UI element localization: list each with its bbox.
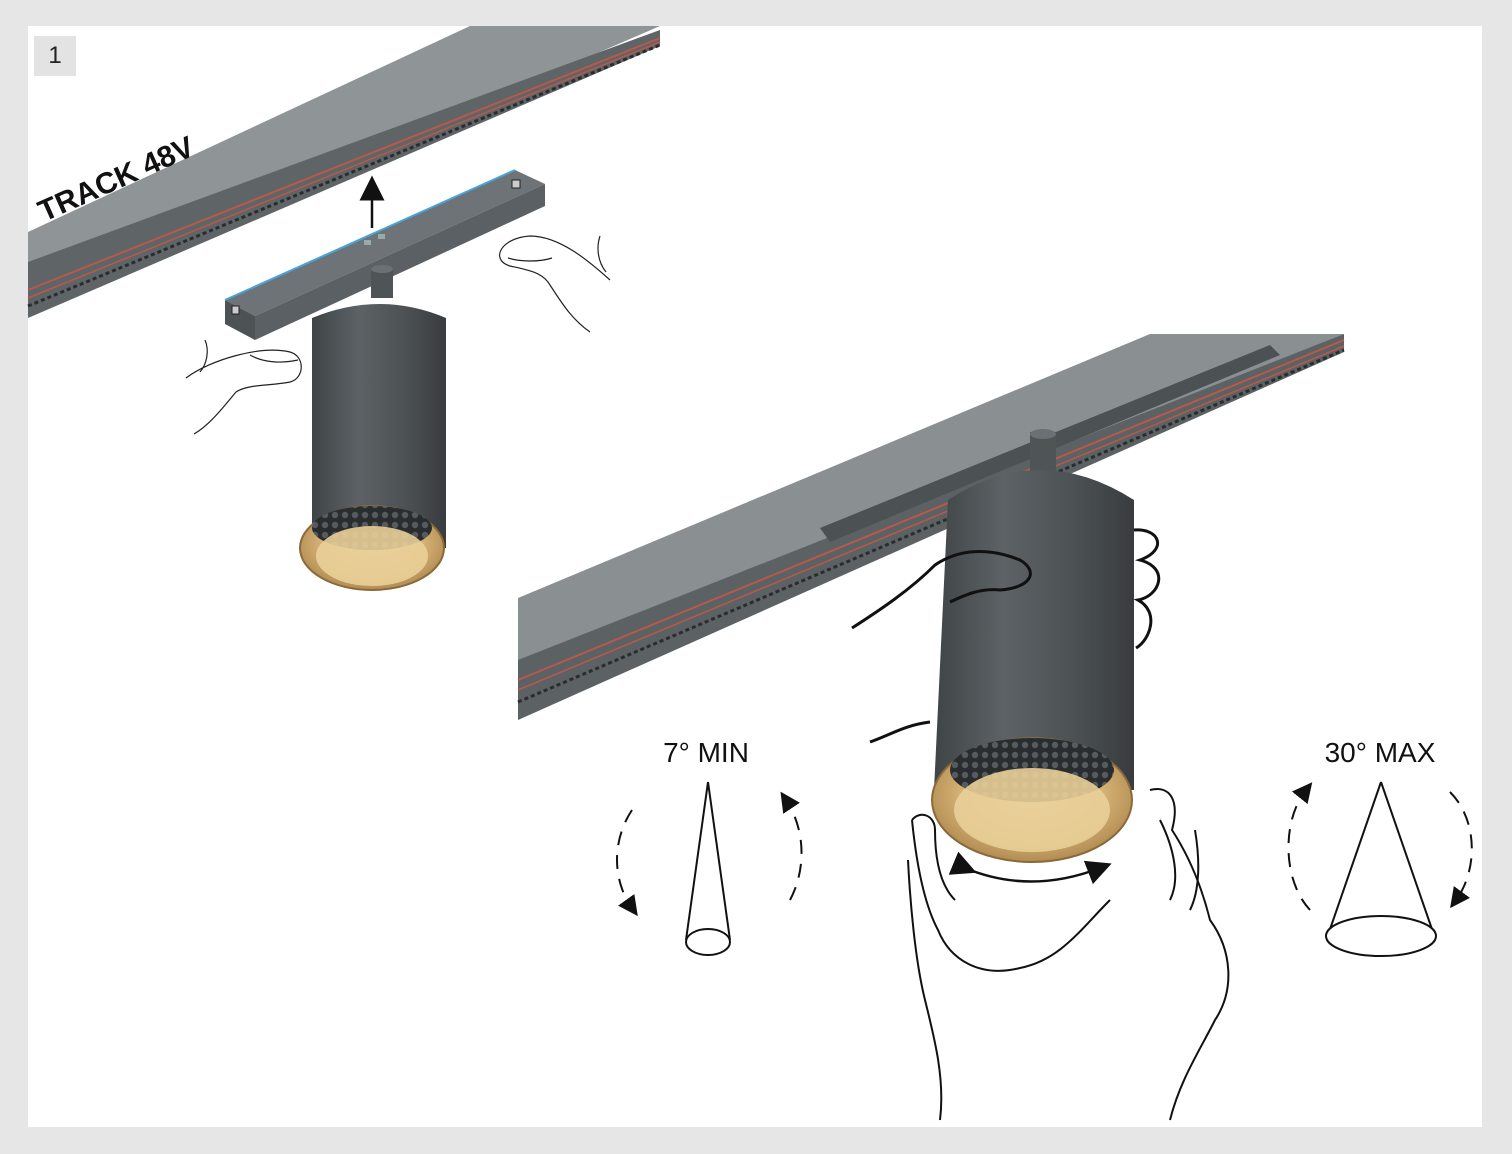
hand-icon-right bbox=[499, 235, 611, 333]
cone-wide-icon bbox=[1325, 781, 1437, 957]
step-number-badge: 1 bbox=[34, 36, 76, 76]
rotate-arrow-icon-right bbox=[1287, 782, 1473, 911]
hand-icon-rotate bbox=[907, 788, 1230, 1121]
track-rail-top bbox=[27, 26, 661, 318]
hand-icon-grip bbox=[851, 528, 1161, 744]
track-adapter bbox=[224, 169, 545, 340]
rotate-arrow-icon-left bbox=[616, 791, 803, 917]
spotlight-fixture-large bbox=[931, 429, 1134, 863]
cone-narrow-icon bbox=[685, 781, 731, 956]
beam-min-label: 7° MIN bbox=[663, 737, 749, 768]
hand-icon-left bbox=[185, 339, 302, 435]
beam-max-label: 30° MAX bbox=[1325, 737, 1436, 768]
spotlight-fixture-small bbox=[299, 265, 446, 591]
rotate-arrow-icon bbox=[948, 851, 1112, 885]
